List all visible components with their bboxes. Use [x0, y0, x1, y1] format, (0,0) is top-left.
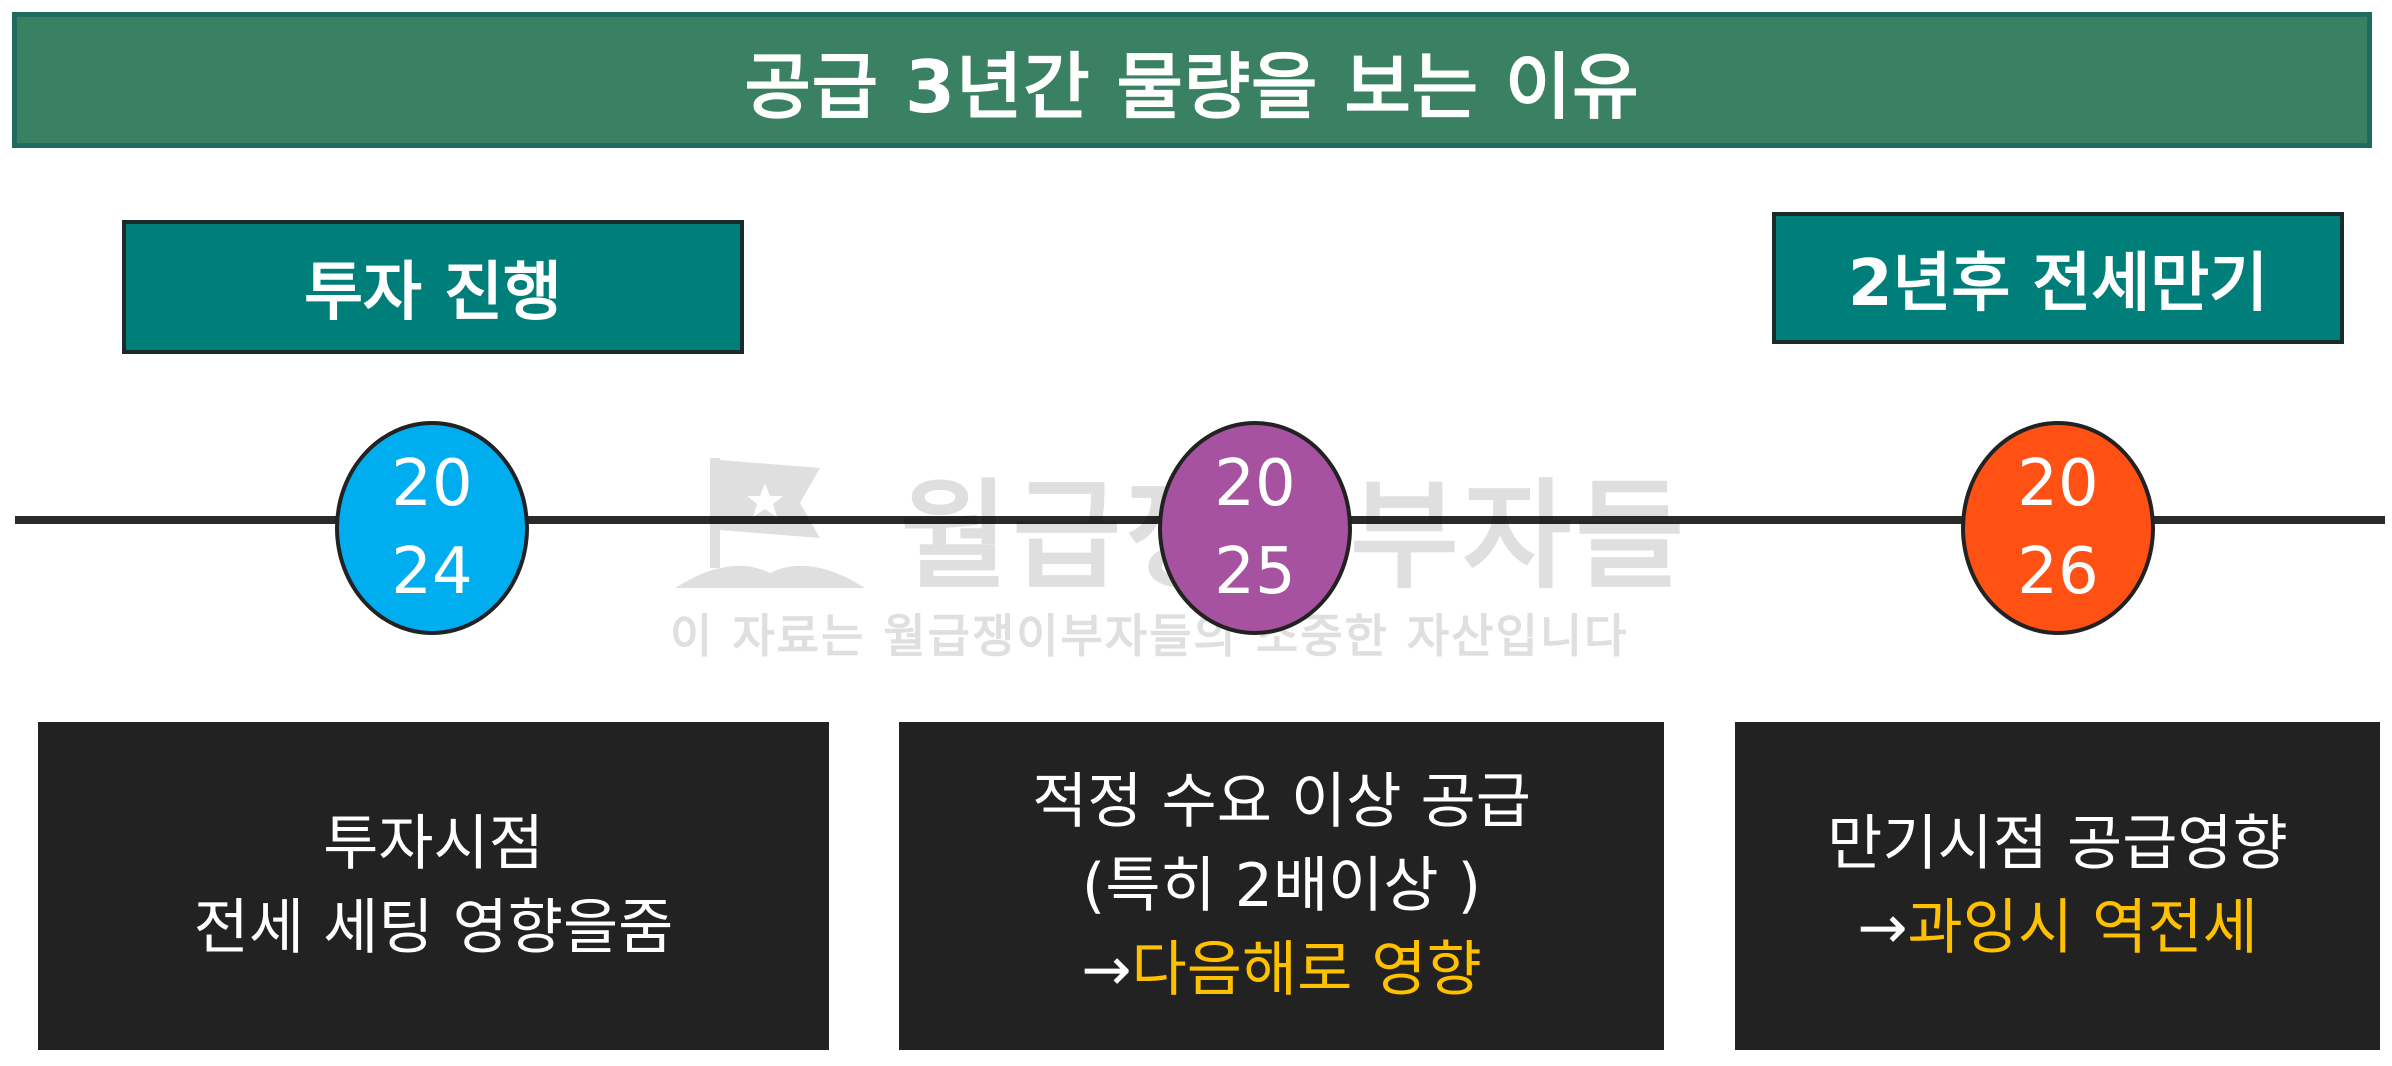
- year-bottom: 25: [1214, 535, 1296, 609]
- info-box-investment: 투자시점 전세 세팅 영향을줌: [38, 722, 829, 1050]
- year-top: 20: [2017, 447, 2099, 521]
- arrow-icon: →: [1081, 935, 1132, 1005]
- tag-lease-expiry: 2년후 전세만기: [1772, 212, 2344, 344]
- tag-invest-progress: 투자 진행: [122, 220, 744, 354]
- year-top: 20: [391, 447, 473, 521]
- info-line: 투자시점: [323, 809, 544, 879]
- diagram-title: 공급 3년간 물량을 보는 이유: [12, 12, 2372, 148]
- info-line: 전세 세팅 영향을줌: [193, 893, 674, 963]
- info-box-supply: 적정 수요 이상 공급 (특히 2배이상 ) →다음해로 영향: [899, 722, 1664, 1050]
- highlight-text: 과잉시 역전세: [1907, 893, 2258, 963]
- info-box-expiry: 만기시점 공급영향 →과잉시 역전세: [1735, 722, 2380, 1050]
- year-circle-2026: 20 26: [1961, 421, 2155, 635]
- year-bottom: 26: [2017, 535, 2099, 609]
- watermark-notice: 이 자료는 월급쟁이부자들의 소중한 자산입니다: [670, 609, 1629, 663]
- info-line-arrow: →다음해로 영향: [1081, 928, 1482, 1012]
- year-top: 20: [1214, 447, 1296, 521]
- highlight-text: 다음해로 영향: [1131, 935, 1482, 1005]
- year-bottom: 24: [391, 535, 473, 609]
- info-line: 적정 수요 이상 공급: [1032, 767, 1531, 837]
- year-circle-2024: 20 24: [335, 421, 529, 635]
- arrow-icon: →: [1857, 893, 1908, 963]
- info-line: (특히 2배이상 ): [1081, 851, 1482, 921]
- info-line: 만기시점 공급영향: [1827, 809, 2288, 879]
- info-line-arrow: →과잉시 역전세: [1857, 886, 2258, 970]
- year-circle-2025: 20 25: [1158, 421, 1352, 635]
